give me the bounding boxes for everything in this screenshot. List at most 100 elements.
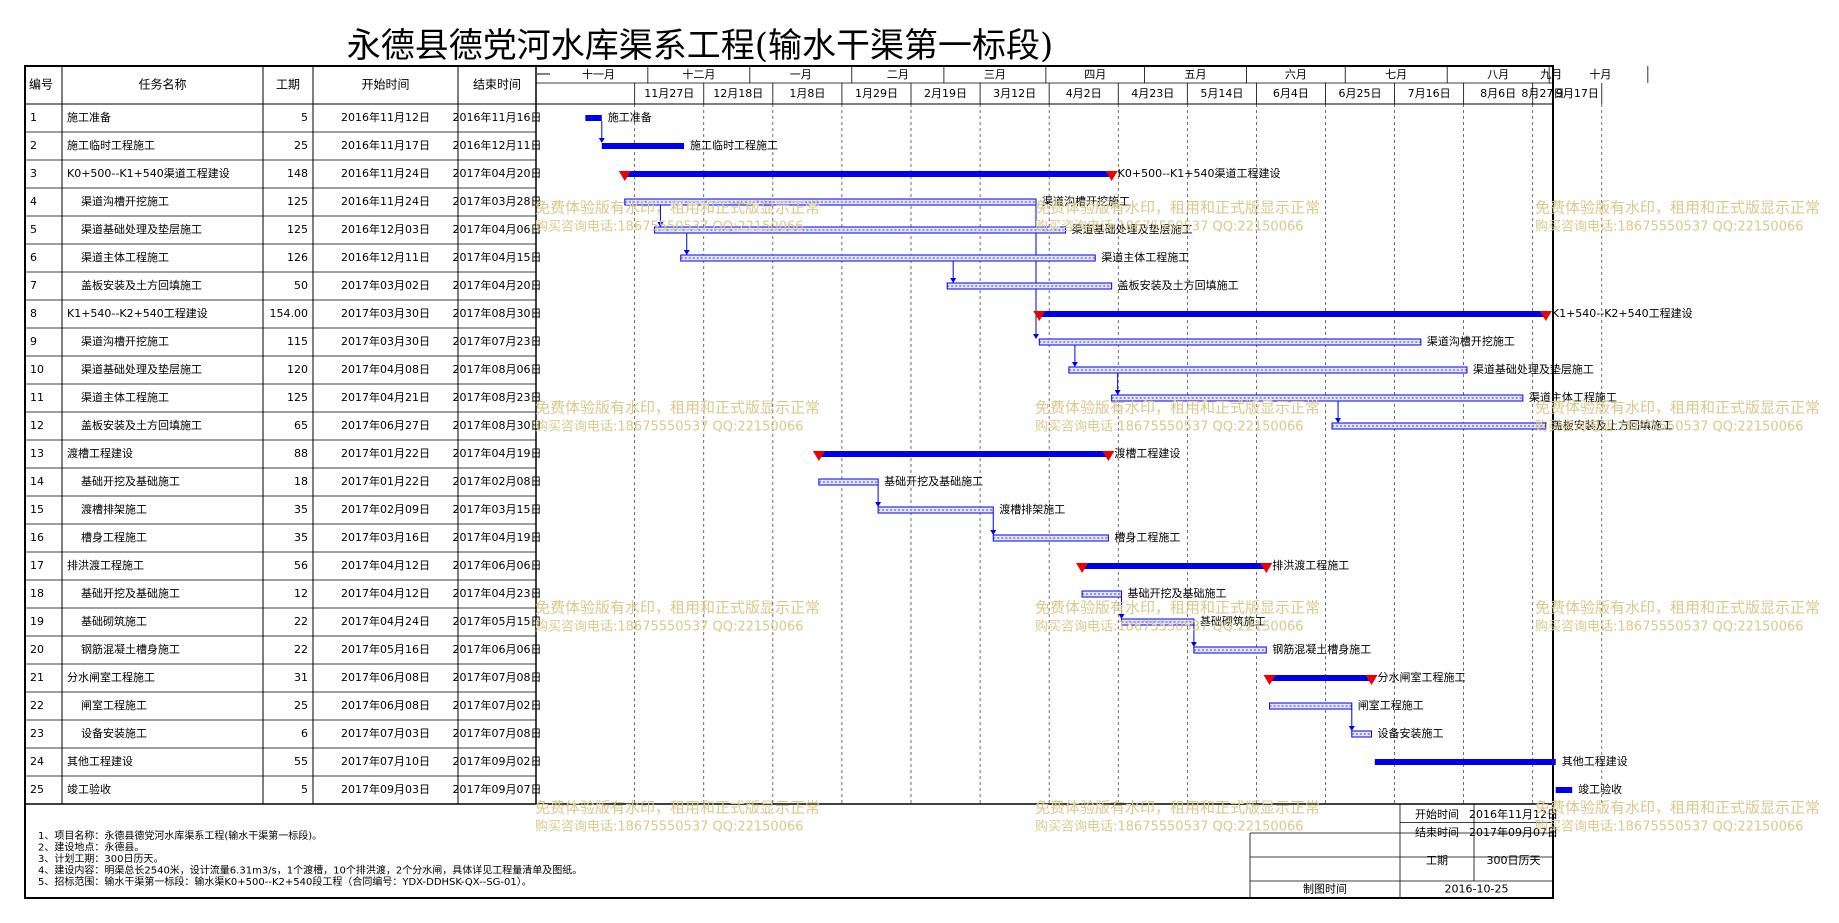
week-label: 1月29日 [855, 87, 898, 100]
week-label: 4月2日 [1066, 87, 1102, 100]
dependency-arrow [950, 278, 957, 283]
task-duration-cell: 148 [287, 167, 308, 180]
task-end-cell: 2016年12月11日 [453, 138, 542, 152]
week-label: 1月8日 [789, 87, 825, 100]
task-duration-cell: 56 [294, 559, 308, 572]
task-duration-cell: 65 [294, 419, 308, 432]
watermark-text: 购买咨询电话:18675550537 QQ:22150066 [1035, 819, 1304, 835]
task-duration-cell: 88 [294, 447, 308, 460]
summary-end-value: 2017年09月07日 [1469, 825, 1558, 839]
watermark-text: 免费体验版有水印，租用和正式版显示正常 [535, 399, 820, 417]
dependency-arrow [657, 222, 664, 227]
task-end-cell: 2017年07月08日 [453, 726, 542, 740]
dependency-arrow [683, 250, 690, 255]
task-end-cell: 2017年09月02日 [453, 754, 542, 768]
dependency-arrow [598, 138, 605, 143]
task-id-cell: 4 [30, 195, 37, 208]
bar-label: K0+500--K1+540渠道工程建设 [1118, 166, 1281, 180]
bar-label: 基础开挖及基础施工 [884, 474, 983, 488]
task-start-cell: 2017年04月08日 [341, 362, 430, 376]
month-label: 九月 [1540, 68, 1562, 81]
week-label: 12月18日 [713, 87, 763, 100]
watermark-text: 购买咨询电话:18675550537 QQ:22150066 [535, 219, 804, 235]
task-name-cell: 槽身工程施工 [81, 530, 147, 544]
task-end-cell: 2017年04月20日 [453, 278, 542, 292]
task-bar [1374, 759, 1556, 765]
task-end-cell: 2017年08月23日 [453, 390, 542, 404]
watermark-text: 免费体验版有水印，租用和正式版显示正常 [1535, 599, 1820, 617]
month-label: 二月 [887, 68, 909, 81]
footer-note: 1、项目名称：永德县德党河水库渠系工程(输水干渠第一标段)。 [38, 829, 322, 842]
column-header: 工期 [276, 78, 300, 92]
task-start-cell: 2017年04月21日 [341, 390, 430, 404]
summary-bar [624, 171, 1112, 177]
task-duration-cell: 5 [301, 111, 308, 124]
watermark-text: 购买咨询电话:18675550537 QQ:22150066 [1035, 619, 1304, 635]
task-duration-cell: 55 [294, 755, 308, 768]
task-end-cell: 2017年05月15日 [453, 614, 542, 628]
bar-label: 分水闸室工程施工 [1378, 670, 1466, 684]
task-end-cell: 2017年03月28日 [453, 194, 542, 208]
watermark-text: 免费体验版有水印，租用和正式版显示正常 [1035, 199, 1320, 217]
task-duration-cell: 12 [294, 587, 308, 600]
dependency-arrow [1114, 390, 1121, 395]
bar-label: 渠道沟槽开挖施工 [1427, 334, 1515, 348]
task-start-cell: 2017年07月03日 [341, 726, 430, 740]
watermark-text: 购买咨询电话:18675550537 QQ:22150066 [1535, 419, 1804, 435]
dependency-arrow [875, 502, 882, 507]
week-label: 2月19日 [924, 87, 967, 100]
task-id-cell: 18 [30, 587, 44, 600]
task-name-cell: 施工临时工程施工 [67, 138, 155, 152]
task-id-cell: 25 [30, 783, 44, 796]
week-label: 9月17日 [1556, 87, 1599, 100]
task-id-cell: 23 [30, 727, 44, 740]
task-id-cell: 20 [30, 643, 44, 656]
week-label: 7月16日 [1408, 87, 1451, 100]
week-label: 6月25日 [1339, 87, 1382, 100]
task-name-cell: 渡槽工程建设 [67, 446, 133, 460]
bar-label: 盖板安装及土方回填施工 [1118, 278, 1239, 292]
task-name-cell: 渠道主体工程施工 [81, 390, 169, 404]
summary-start-marker [618, 171, 631, 181]
watermark-text: 购买咨询电话:18675550537 QQ:22150066 [1535, 819, 1804, 835]
task-start-cell: 2017年04月12日 [341, 586, 430, 600]
summary-draw-label: 制图时间 [1303, 883, 1347, 896]
task-duration-cell: 31 [294, 671, 308, 684]
task-duration-cell: 50 [294, 279, 308, 292]
task-id-cell: 10 [30, 363, 44, 376]
task-start-cell: 2017年01月22日 [341, 474, 430, 488]
week-label: 8月27日 [1521, 87, 1564, 100]
subtask-bar [1068, 366, 1468, 374]
summary-end-marker [1260, 563, 1273, 573]
task-end-cell: 2017年09月07日 [453, 782, 542, 796]
task-name-cell: 设备安装施工 [81, 726, 147, 740]
task-id-cell: 15 [30, 503, 44, 516]
dependency-arrow [1033, 334, 1039, 339]
footer-note: 5、招标范围：输水干渠第一标段：输水渠K0+500--K2+540段工程（合同编… [38, 875, 532, 888]
month-label: 十一月 [582, 67, 615, 81]
task-start-cell: 2017年01月22日 [341, 446, 430, 460]
task-end-cell: 2017年04月19日 [453, 530, 542, 544]
bar-label: 渡槽工程建设 [1114, 446, 1180, 460]
task-name-cell: 渡槽排架施工 [81, 502, 147, 516]
task-start-cell: 2017年07月10日 [341, 754, 430, 768]
task-name-cell: 分水闸室工程施工 [67, 670, 155, 684]
watermark-text: 免费体验版有水印，租用和正式版显示正常 [1535, 199, 1820, 217]
task-end-cell: 2017年04月23日 [453, 586, 542, 600]
month-label: 四月 [1084, 68, 1106, 81]
summary-start-marker [1263, 675, 1276, 685]
task-duration-cell: 35 [294, 503, 308, 516]
task-id-cell: 5 [30, 223, 37, 236]
week-label: 5月14日 [1200, 87, 1243, 100]
dependency-arrow [1190, 642, 1197, 647]
summary-bar [1082, 563, 1267, 569]
week-label: 6月4日 [1273, 87, 1309, 100]
task-id-cell: 19 [30, 615, 44, 628]
watermark-text: 免费体验版有水印，租用和正式版显示正常 [1035, 399, 1320, 417]
month-label: 七月 [1385, 68, 1407, 81]
bar-label: 闸室工程施工 [1358, 698, 1424, 712]
summary-start-marker [812, 451, 825, 461]
bar-label: 施工准备 [608, 110, 652, 124]
watermark-text: 购买咨询电话:18675550537 QQ:22150066 [1535, 619, 1804, 635]
